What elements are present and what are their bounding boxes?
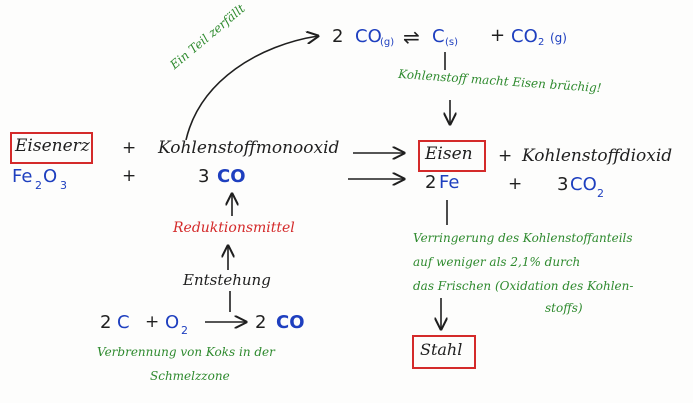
- formula-plus-2: +: [508, 174, 523, 194]
- formula-coef-co2: 3: [557, 174, 569, 195]
- eq-co: CO: [355, 26, 382, 47]
- comb-coef-c: 2: [100, 312, 112, 333]
- eq-plus: +: [490, 25, 506, 46]
- word-eisenerz: Eisenerz: [15, 136, 90, 156]
- eq-co2-phase: (g): [550, 31, 567, 45]
- eq-arrow: ⇌: [403, 25, 420, 49]
- comb-c: C: [117, 312, 130, 333]
- formula-o-sub: 3: [60, 179, 67, 192]
- formula-co2: CO: [570, 174, 597, 195]
- annotation-combustion-line-1: Verbrennung von Koks in der: [97, 345, 275, 359]
- comb-plus: +: [145, 312, 160, 332]
- eisen-box: [418, 140, 486, 172]
- formula-co: CO: [217, 166, 246, 187]
- formula-plus-1: +: [122, 166, 137, 186]
- word-plus-1: +: [122, 138, 137, 158]
- eq-c-phase: (s): [445, 37, 459, 48]
- product-stahl: Stahl: [420, 340, 463, 359]
- eq-co2-sub: 2: [538, 37, 545, 48]
- formula-o: O: [43, 166, 58, 187]
- eq-coef-co: 2: [332, 26, 344, 47]
- formula-fe-product: Fe: [439, 172, 460, 193]
- comb-coef-co: 2: [255, 312, 267, 333]
- formula-coef-co: 3: [198, 166, 210, 187]
- formula-fe-sub: 2: [35, 179, 42, 192]
- annotation-combustion-line-2: Schmelzzone: [150, 369, 230, 383]
- eq-co2: CO: [511, 26, 538, 47]
- formula-coef-fe: 2: [425, 172, 437, 193]
- comb-o-sub: 2: [181, 324, 188, 337]
- label-entstehung: Entstehung: [183, 271, 271, 289]
- annotation-refining-line-2: auf weniger als 2,1% durch: [413, 255, 581, 269]
- word-kohlenstoffdioxid: Kohlenstoffdioxid: [522, 146, 673, 166]
- eisenerz-box: [10, 132, 93, 164]
- eq-co-phase: (g): [380, 37, 395, 48]
- formula-fe: Fe: [12, 166, 33, 187]
- curved-arrow-to-equilibrium: [185, 36, 318, 141]
- comb-o: O: [165, 312, 180, 333]
- annotation-refining-line-3: das Frischen (Oxidation des Kohlen-: [413, 279, 634, 293]
- stahl-box: [412, 335, 476, 369]
- formula-co2-sub: 2: [597, 187, 604, 200]
- annotation-refining-line-4: stoffs): [545, 301, 583, 315]
- annotation-refining-line-1: Verringerung des Kohlenstoffanteils: [413, 231, 633, 245]
- comb-co: CO: [276, 312, 305, 333]
- eq-c: C: [432, 26, 445, 47]
- word-kohlenstoffmonooxid: Kohlenstoffmonooxid: [158, 138, 340, 158]
- label-reduktionsmittel: Reduktionsmittel: [173, 220, 295, 236]
- word-plus-2: +: [498, 146, 513, 166]
- word-eisen: Eisen: [425, 144, 473, 164]
